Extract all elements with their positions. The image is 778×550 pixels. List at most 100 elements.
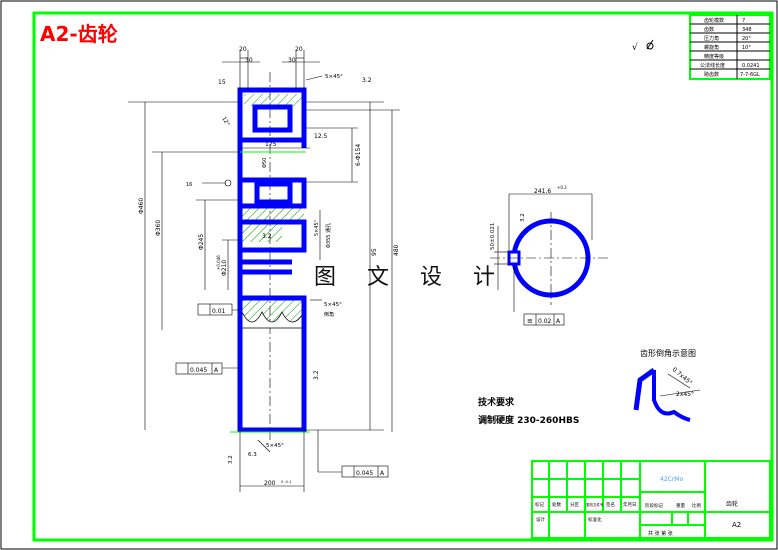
tooth-detail-title: 齿形倒角示意图 (640, 348, 696, 358)
param-table: 齿轮模数 7 齿数 348 压力角 20° 螺旋角 10° 精度等级 公法线长度… (689, 14, 771, 80)
outline-hub (237, 206, 307, 298)
dim-width-tol: 0 -0.1 (281, 480, 291, 484)
param-name-2: 压力角 (704, 35, 719, 42)
outline-top-inner (252, 104, 293, 133)
dim-95: 95 (371, 248, 378, 256)
dim-d210-tol: +0.046 (216, 255, 221, 270)
side-view: 241.6 +0.3 50±0.021 3.2 ≡ 0.02 A (490, 185, 610, 326)
tooth-dim1: 0.7x45° (671, 366, 694, 387)
hatch-mid2 (242, 222, 282, 242)
dim-width-200: 200 (264, 480, 276, 487)
tb-row-4: 签名 (606, 501, 615, 508)
dim-d355-note: Φ355 通孔 (325, 223, 332, 248)
param-value-0: 7 (742, 18, 745, 24)
svg-text:√: √ (632, 42, 638, 53)
tech-requirements: 技术要求 调制硬度 230-260HBS (478, 396, 579, 426)
tol-runout-left: 0.045 (190, 367, 207, 374)
param-name-0: 齿轮模数 (704, 17, 724, 24)
tb-sub-3: 重量 (676, 502, 685, 509)
tb-row-2: 分区 (570, 501, 579, 508)
tb-row-5: 年月日 (623, 501, 637, 508)
tb-row-1: 处数 (552, 501, 561, 508)
dim-top-20b: 20 (295, 46, 303, 53)
param-value-2: 20° (742, 36, 751, 42)
dim-rough-mid: 3.2 (262, 233, 272, 240)
tb-sub-2: 阶段标记 (645, 502, 663, 509)
tb-sub-0: 设计 (536, 516, 545, 523)
param-value-3: 10° (742, 45, 751, 51)
tb-part-name: 齿轮 (726, 500, 738, 508)
watermark: 图 文 设 计 (314, 265, 507, 290)
outline-mid-block (237, 177, 307, 209)
tol-symmetry-icon: ≡ (527, 317, 533, 325)
param-name-5: 公法线长度 (700, 62, 725, 69)
dim-rough-top: 3.2 (362, 77, 372, 84)
dim-d360: Φ360 (155, 220, 162, 236)
dim-16: 16 (186, 182, 192, 188)
param-name-1: 齿数 (704, 26, 714, 33)
param-name-4: 精度等级 (704, 53, 724, 60)
tol-datum-left: A (214, 367, 219, 374)
hatch-mid (242, 206, 304, 222)
outline-keyway (240, 259, 292, 275)
tol-runout-bottom: 0.045 (356, 470, 373, 477)
inner-frame (32, 11, 774, 542)
title-block: 42CrMo 齿轮 A2 标记 处数 分区 更改文件号 签名 年月日 设计 标准… (531, 460, 771, 539)
tb-sub-1: 标准化 (588, 516, 602, 523)
dim-15: 15 (218, 79, 226, 86)
drawing-title: A2-齿轮 (40, 22, 118, 46)
dimension-lines (128, 50, 400, 492)
tb-material: 42CrMo (660, 476, 683, 483)
param-value-6: 7-7-6GL (740, 72, 760, 78)
dim-keyway-tol: +0.3 (557, 185, 567, 190)
dim-12deg: 12° (220, 116, 230, 128)
dim-chamfer-top: 5×45° (325, 74, 343, 80)
tb-row-3: 更改文件号 (586, 502, 604, 507)
tb-row-0: 标记 (535, 501, 544, 508)
param-name-3: 螺旋角 (704, 44, 719, 51)
dim-top-30-left: 30 (245, 57, 253, 64)
tech-line1: 调制硬度 230-260HBS (478, 414, 579, 426)
dim-keyway-rough: 3.2 (520, 213, 526, 222)
outline-upper-web (237, 140, 307, 180)
dim-175: 175 (265, 141, 277, 148)
gear-section-view (230, 72, 310, 440)
param-value-1: 348 (742, 27, 752, 33)
dim-d245: Φ245 (198, 234, 205, 250)
tb-sub-4: 比例 (692, 502, 701, 509)
tooth-dim2: 2x45° (676, 391, 694, 398)
tech-heading: 技术要求 (478, 396, 515, 408)
dim-top-30-right: 30 (288, 57, 296, 64)
tol-datum-bottom: A (380, 470, 385, 477)
dim-d50: Φ50 (262, 158, 268, 168)
tooth-wave (241, 310, 305, 329)
dim-d460: Φ460 (138, 198, 145, 214)
outline-mid-inner (254, 181, 293, 205)
param-name-6: 跨齿数 (704, 71, 719, 78)
dim-rough-bot-b: 6.3 (248, 452, 257, 458)
tolerance-frames: 0.01 0.045 A 0.045 A (175, 303, 389, 478)
dim-rough-right: 3.2 (313, 370, 320, 380)
dim-d210: Φ210 (221, 260, 228, 276)
dim-keyway-depth: 50±0.021 (490, 223, 496, 250)
dim-chamfer-mid: 5×45° (314, 219, 320, 236)
roughness-symbol: √ (632, 39, 654, 53)
tol-symmetry-datum: A (556, 318, 561, 325)
dim-12-5: 12.5 (314, 133, 328, 140)
param-value-5: 0.0241 (742, 63, 760, 69)
dim-480: 480 (393, 244, 400, 256)
tol-flatness: 0.01 (212, 308, 226, 315)
tb-drawing-no: A2 (732, 521, 741, 529)
dim-bottom-chamfer: 5×45° (266, 443, 284, 449)
dim-keyway-width: 241.6 (534, 188, 551, 195)
dim-chamfer-lower: 5×45° (324, 302, 342, 308)
dim-top-20a: 20 (239, 46, 247, 53)
dim-6d154: 6-Φ154 (355, 144, 362, 166)
tb-footer: 共 张 第 张 (648, 530, 673, 537)
dim-rough-bot-a: 3.2 (228, 455, 234, 464)
dim-lower-note: 倒角 (324, 311, 334, 318)
hatch-top (244, 94, 304, 106)
tooth-chamfer-detail: 齿形倒角示意图 0.7x45° 2x45° (633, 348, 701, 422)
